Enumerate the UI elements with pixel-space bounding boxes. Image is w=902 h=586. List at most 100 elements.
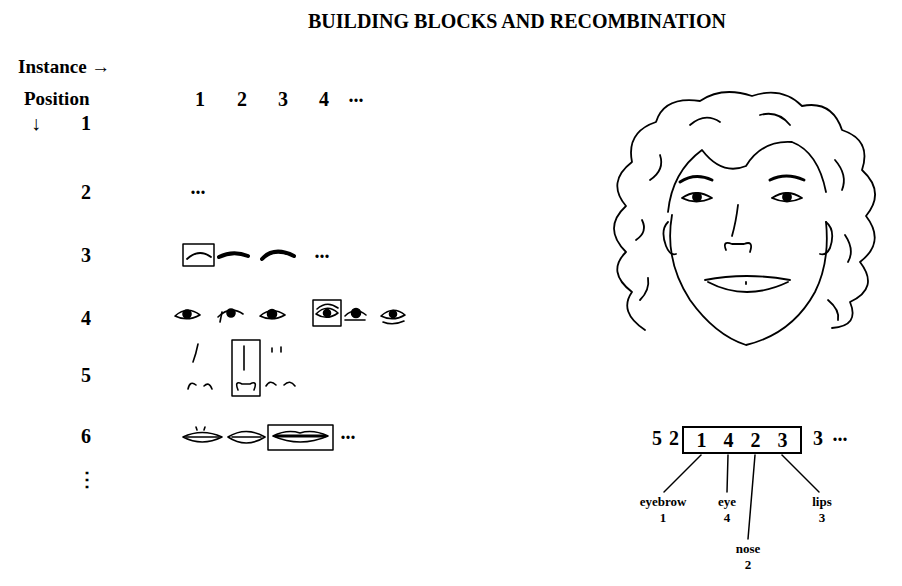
nose-shapes <box>243 346 245 370</box>
callout-label: nose <box>736 542 761 557</box>
face-drawing <box>636 220 644 240</box>
eye-shapes <box>381 310 405 319</box>
face-drawing <box>835 160 844 190</box>
face-drawing <box>614 92 875 345</box>
face-drawing <box>745 282 747 284</box>
nose-shapes <box>284 382 295 386</box>
row-number: 3 <box>81 244 91 267</box>
face-drawing <box>690 118 720 125</box>
eye-shapes <box>313 300 341 326</box>
eye-shapes <box>383 321 404 324</box>
column-number: 3 <box>278 88 288 111</box>
eyebrow-shapes <box>219 253 248 257</box>
face-drawing <box>663 222 676 254</box>
eye-shapes <box>317 304 338 309</box>
eyebrow-shapes <box>183 244 294 266</box>
face-drawing <box>772 193 802 202</box>
eye-shapes <box>175 310 200 319</box>
face-drawing <box>725 243 751 252</box>
eye-shapes <box>390 311 397 318</box>
lips-shapes <box>196 427 197 430</box>
selection-box: 1423 <box>682 426 802 454</box>
nose-shapes <box>280 347 282 352</box>
ellipsis: ... <box>315 240 330 263</box>
ellipsis: ... <box>191 176 206 199</box>
lips-shapes <box>273 432 328 442</box>
row-number: 4 <box>81 307 91 330</box>
ellipsis: ... <box>349 84 364 107</box>
row-number: 2 <box>81 181 91 204</box>
eyebrow-shapes <box>183 244 214 266</box>
lips-shapes <box>186 436 219 438</box>
eye-shapes <box>175 300 405 326</box>
nose-shapes <box>266 382 276 386</box>
face-drawing <box>614 92 875 330</box>
callout-label: eyebrow <box>640 495 687 510</box>
column-number: 2 <box>237 88 247 111</box>
row-dots: ⋮ <box>77 468 97 491</box>
nose-shapes <box>232 340 260 396</box>
nose-shapes <box>193 344 198 362</box>
leader-lines <box>664 455 819 539</box>
face-drawing <box>783 193 791 201</box>
selected-digit: 4 <box>715 428 742 452</box>
face-drawing <box>680 176 712 182</box>
axis-arrow: ↓ <box>31 112 41 135</box>
eye-shapes <box>352 309 361 318</box>
leader-lines <box>727 455 728 492</box>
leader-lines <box>782 455 819 492</box>
eyebrow-shapes <box>262 252 294 259</box>
eye-shapes <box>268 310 277 319</box>
face-drawing <box>640 278 648 300</box>
selected-digit: 1 <box>688 428 715 452</box>
face-drawing <box>650 155 661 180</box>
eye-shapes <box>227 309 235 317</box>
callout-number: 2 <box>745 558 752 573</box>
eye-shapes <box>183 310 191 318</box>
column-number: 4 <box>319 88 329 111</box>
row-number: 5 <box>81 364 91 387</box>
ellipsis: ... <box>833 423 848 446</box>
row-number: 1 <box>81 112 91 135</box>
selected-digit: 2 <box>742 428 769 452</box>
ellipsis: ... <box>341 421 356 444</box>
callout-number: 1 <box>660 511 667 526</box>
eye-shapes <box>345 319 365 321</box>
lips-shapes <box>228 432 265 444</box>
lips-shapes <box>268 425 333 450</box>
face-drawing <box>670 215 827 345</box>
face-drawing <box>820 222 832 254</box>
callout-label: eye <box>718 495 736 510</box>
lips-shapes <box>204 427 205 430</box>
eye-shapes <box>220 312 222 322</box>
face-drawing <box>708 282 788 292</box>
sequence-digit: 3 <box>813 427 823 450</box>
axis-label: Position <box>24 88 89 110</box>
face-drawing <box>693 193 701 201</box>
nose-shapes <box>271 348 273 352</box>
nose-shapes <box>188 383 196 389</box>
leader-lines <box>748 455 755 539</box>
lips-shapes <box>276 435 325 438</box>
face-drawing <box>760 114 790 125</box>
face-drawing <box>732 205 738 236</box>
callout-number: 3 <box>819 511 826 526</box>
eyebrow-shapes <box>187 253 211 259</box>
sequence-digit: 2 <box>669 427 679 450</box>
face-drawing <box>828 300 838 320</box>
row-number: 6 <box>81 425 91 448</box>
callout-number: 4 <box>724 511 731 526</box>
diagram-title: BUILDING BLOCKS AND RECOMBINATION <box>308 10 726 33</box>
callout-label: lips <box>812 495 832 510</box>
sequence-digit: 5 <box>652 427 662 450</box>
eye-shapes <box>324 310 331 317</box>
selected-digit: 3 <box>769 428 796 452</box>
face-drawing <box>845 235 851 262</box>
nose-shapes <box>237 383 256 390</box>
face-drawing <box>705 276 790 280</box>
nose-shapes <box>188 340 295 396</box>
face-drawing <box>668 142 826 212</box>
lips-shapes <box>183 425 333 450</box>
